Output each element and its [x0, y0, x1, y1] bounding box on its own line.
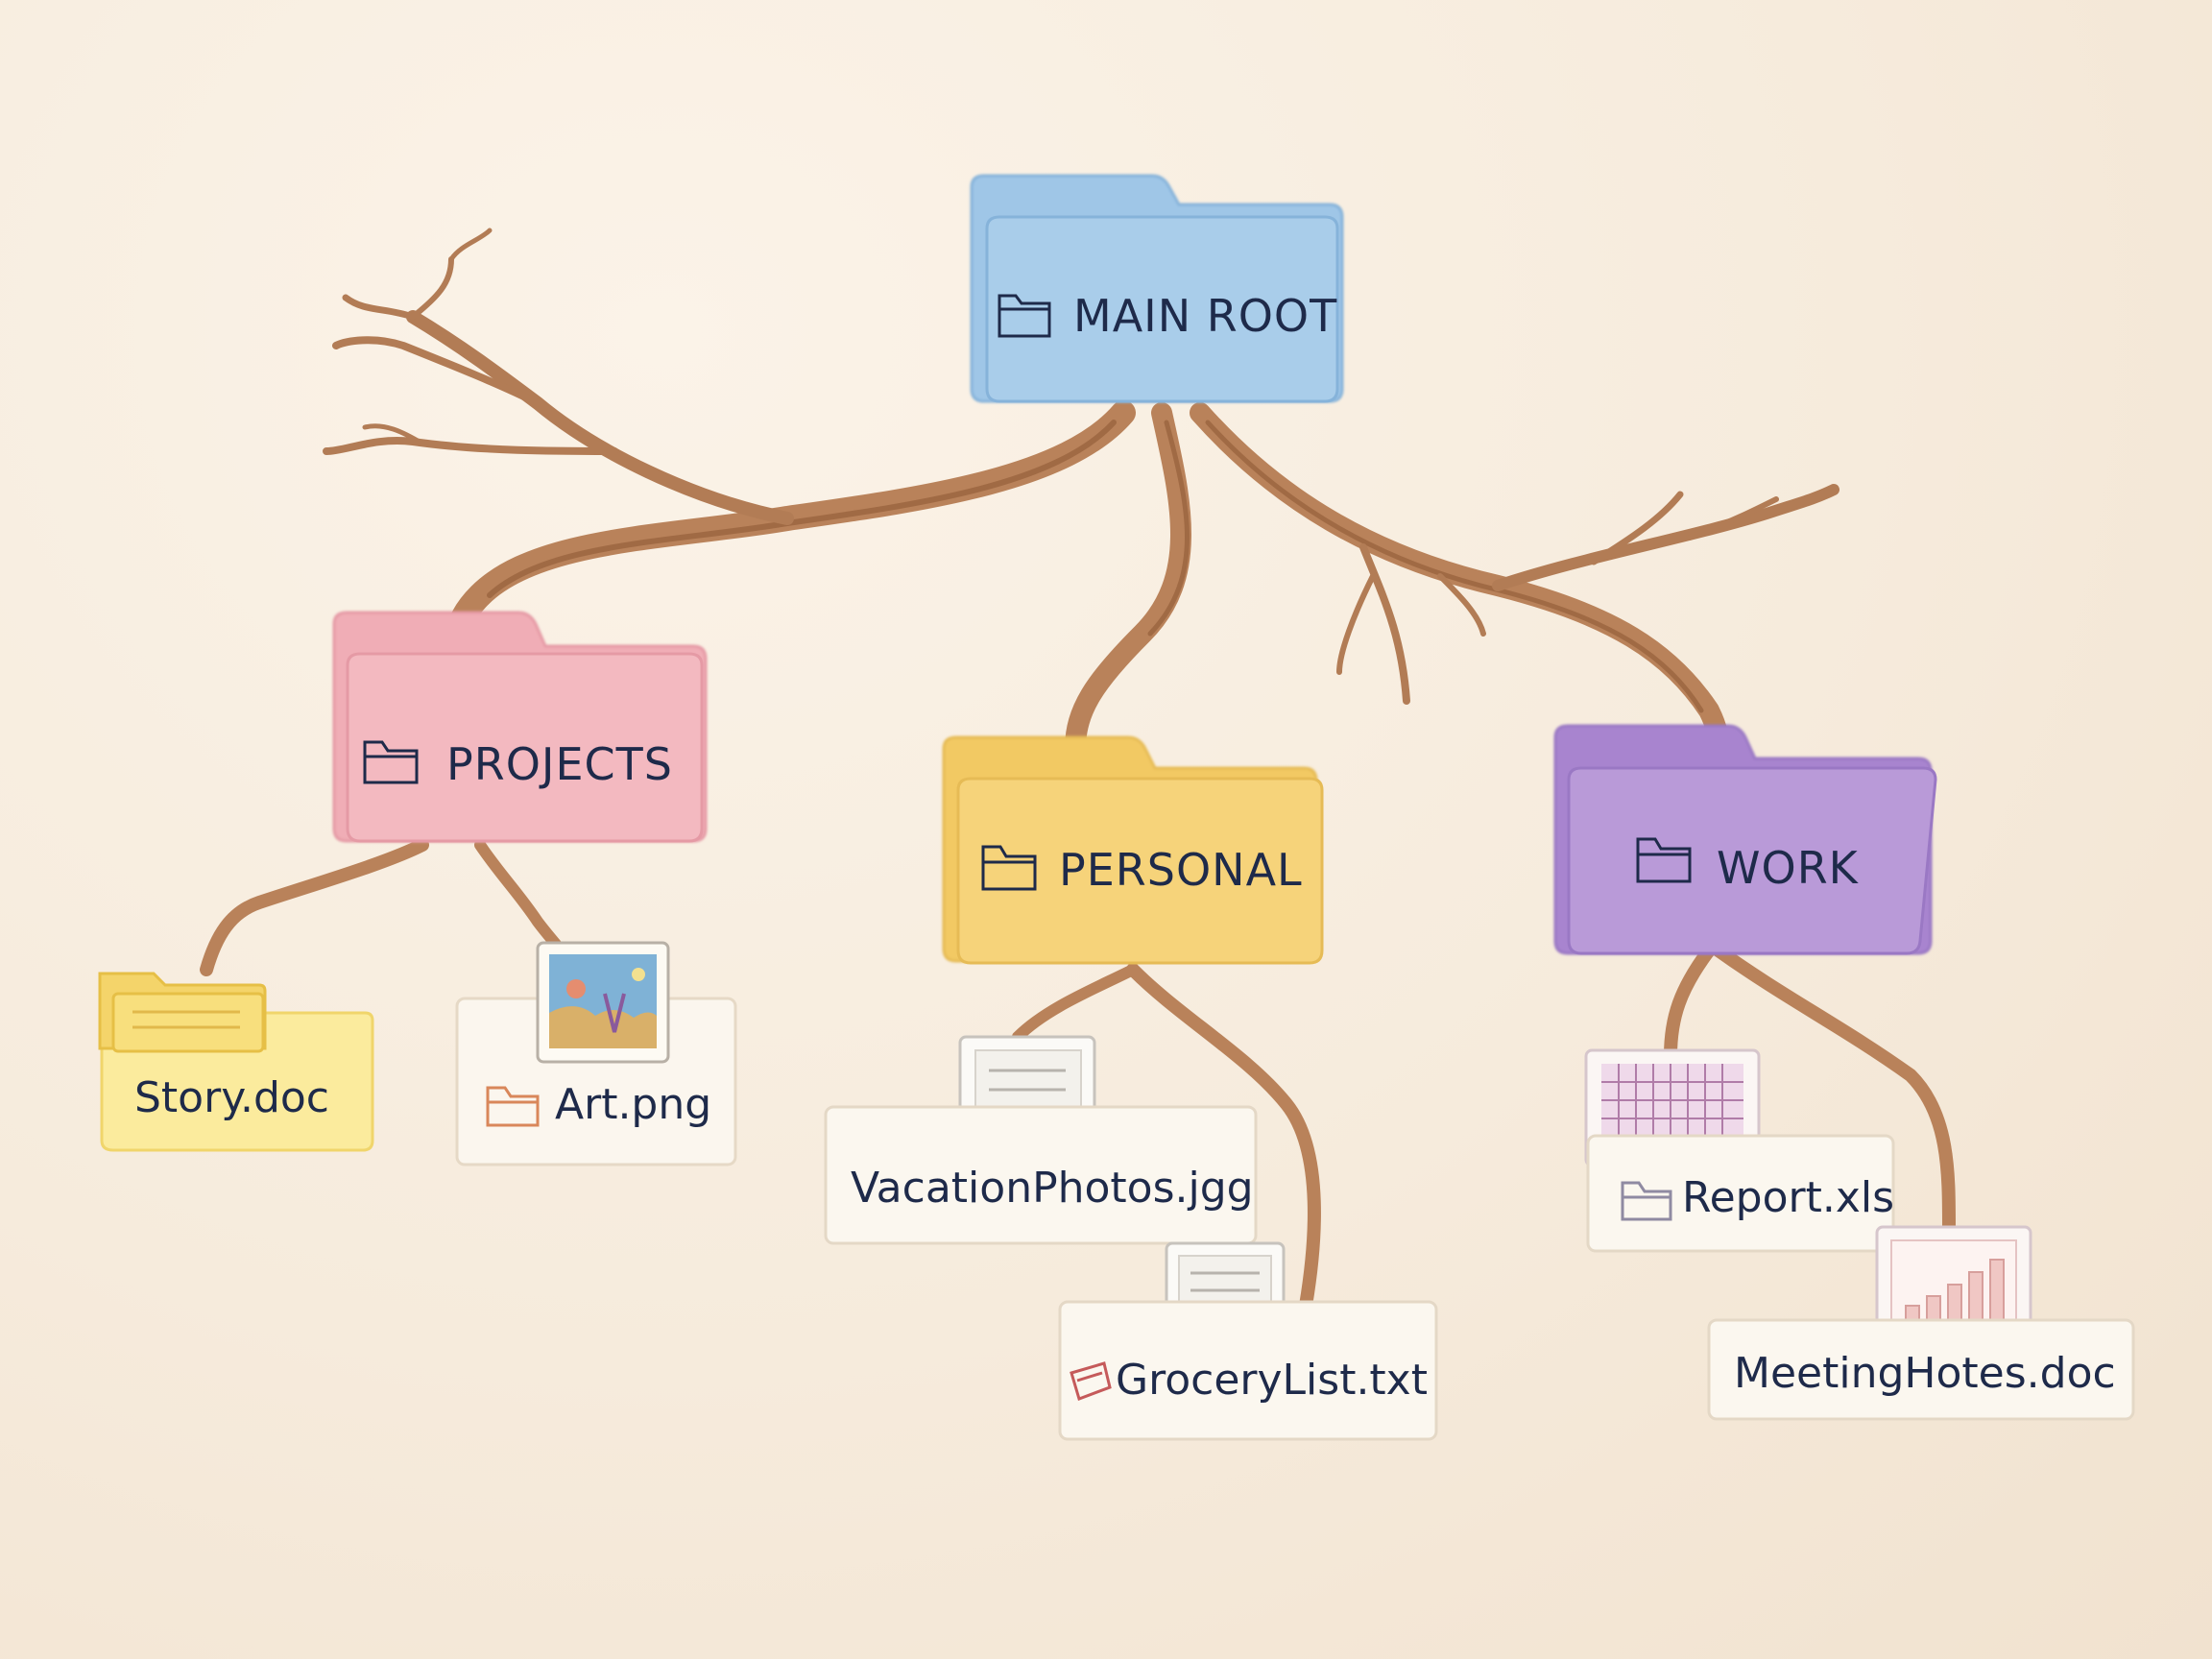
report-xls-label: Report.xls — [1682, 1173, 1894, 1222]
folder-work[interactable]: WORK — [1553, 724, 1937, 955]
folder-icon — [363, 740, 419, 784]
folder-projects[interactable]: PROJECTS — [332, 611, 708, 843]
work-label: WORK — [1717, 842, 1860, 894]
folder-personal[interactable]: PERSONAL — [942, 735, 1324, 965]
file-report-xls[interactable]: Report.xls — [1584, 1048, 1895, 1253]
folder-icon — [998, 294, 1051, 338]
meetinghotes-label: MeetingHotes.doc — [1734, 1349, 2116, 1398]
main-root-label: MAIN ROOT — [1073, 290, 1337, 342]
small-folder-icon — [1621, 1181, 1672, 1221]
art-png-label: Art.png — [555, 1080, 711, 1129]
projects-label: PROJECTS — [446, 738, 673, 790]
grocerylist-card — [1058, 1300, 1438, 1441]
file-vacationphotos[interactable]: VacationPhotos.jgg — [824, 1035, 1258, 1245]
report-card — [1586, 1134, 1895, 1253]
small-folder-icon — [486, 1086, 540, 1127]
file-story-doc[interactable]: Story.doc — [98, 972, 374, 1152]
file-grocerylist[interactable]: GroceryList.txt — [1058, 1241, 1438, 1441]
projects-folder-front — [346, 652, 704, 843]
vacationphotos-card — [824, 1105, 1258, 1245]
file-meetinghotes[interactable]: MeetingHotes.doc — [1707, 1225, 2135, 1421]
personal-label: PERSONAL — [1059, 844, 1303, 896]
main-root-folder-front — [985, 215, 1339, 403]
tag-icon — [1070, 1361, 1112, 1401]
painting-thumbnail-icon — [536, 941, 670, 1064]
folder-icon — [1636, 837, 1692, 883]
file-art-png[interactable]: Art.png — [455, 941, 737, 1166]
yellow-folder-icon — [98, 972, 267, 1053]
personal-folder-front — [956, 777, 1324, 965]
vacationphotos-label: VacationPhotos.jgg — [851, 1164, 1254, 1213]
grocerylist-label: GroceryList.txt — [1116, 1356, 1428, 1405]
story-doc-label: Story.doc — [134, 1073, 329, 1122]
folder-icon — [981, 845, 1037, 891]
meetinghotes-card — [1707, 1318, 2135, 1421]
main-root-folder[interactable]: MAIN ROOT — [970, 174, 1344, 403]
work-folder-front — [1567, 766, 1937, 955]
